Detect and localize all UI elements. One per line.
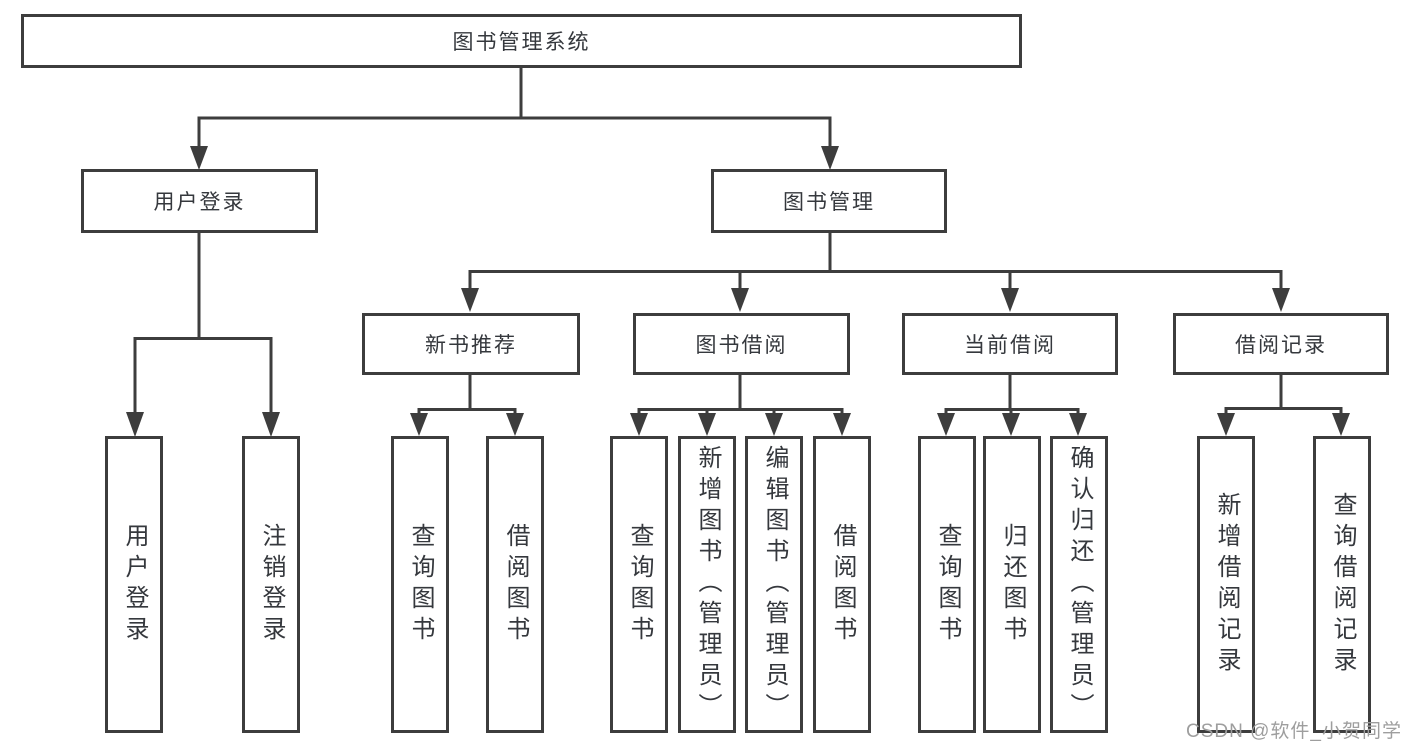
node-query-books-recommend: 查询图书 — [391, 436, 449, 733]
node-book-management: 图书管理 — [711, 169, 947, 233]
node-user-login-action-label: 用户登录 — [121, 522, 148, 647]
node-query-books-borrowing: 查询图书 — [610, 436, 668, 733]
node-query-books-borrowing-label: 查询图书 — [626, 522, 653, 647]
node-new-book-recommend: 新书推荐 — [362, 313, 580, 375]
node-user-login-action: 用户登录 — [105, 436, 163, 733]
node-confirm-return-admin-label: 确认归还（管理员） — [1066, 445, 1093, 724]
node-borrow-books-borrowing: 借阅图书 — [813, 436, 871, 733]
node-add-books-admin: 新增图书（管理员） — [678, 436, 736, 733]
node-root: 图书管理系统 — [21, 14, 1022, 68]
node-edit-books-admin-label: 编辑图书（管理员） — [761, 445, 788, 724]
node-add-borrow-record: 新增借阅记录 — [1197, 436, 1255, 733]
node-query-books-current-label: 查询图书 — [934, 522, 961, 647]
node-user-login-label: 用户登录 — [153, 191, 246, 214]
node-borrowing-records-label: 借阅记录 — [1235, 334, 1327, 357]
node-new-book-recommend-label: 新书推荐 — [425, 334, 517, 357]
node-borrowing-records: 借阅记录 — [1173, 313, 1389, 375]
node-book-borrowing: 图书借阅 — [633, 313, 850, 375]
node-edit-books-admin: 编辑图书（管理员） — [745, 436, 803, 733]
node-query-books-current: 查询图书 — [918, 436, 976, 733]
node-user-login: 用户登录 — [81, 169, 318, 233]
csdn-watermark: CSDN @软件_小贺同学 — [1186, 721, 1402, 742]
node-confirm-return-admin: 确认归还（管理员） — [1050, 436, 1108, 733]
node-borrow-books-recommend: 借阅图书 — [486, 436, 544, 733]
node-logout-action-label: 注销登录 — [258, 522, 285, 647]
node-book-management-label: 图书管理 — [783, 191, 875, 214]
node-query-borrow-record-label: 查询借阅记录 — [1329, 491, 1356, 678]
node-current-borrowing: 当前借阅 — [902, 313, 1118, 375]
node-borrow-books-recommend-label: 借阅图书 — [502, 522, 529, 647]
node-borrow-books-borrowing-label: 借阅图书 — [829, 522, 856, 647]
node-root-label: 图书管理系统 — [452, 31, 591, 54]
node-return-books: 归还图书 — [983, 436, 1041, 733]
node-return-books-label: 归还图书 — [999, 522, 1026, 647]
node-query-books-recommend-label: 查询图书 — [407, 522, 434, 647]
node-book-borrowing-label: 图书借阅 — [695, 334, 788, 357]
node-add-borrow-record-label: 新增借阅记录 — [1213, 491, 1240, 678]
node-add-books-admin-label: 新增图书（管理员） — [694, 445, 721, 724]
node-query-borrow-record: 查询借阅记录 — [1313, 436, 1371, 733]
node-logout-action: 注销登录 — [242, 436, 300, 733]
node-current-borrowing-label: 当前借阅 — [964, 334, 1056, 357]
